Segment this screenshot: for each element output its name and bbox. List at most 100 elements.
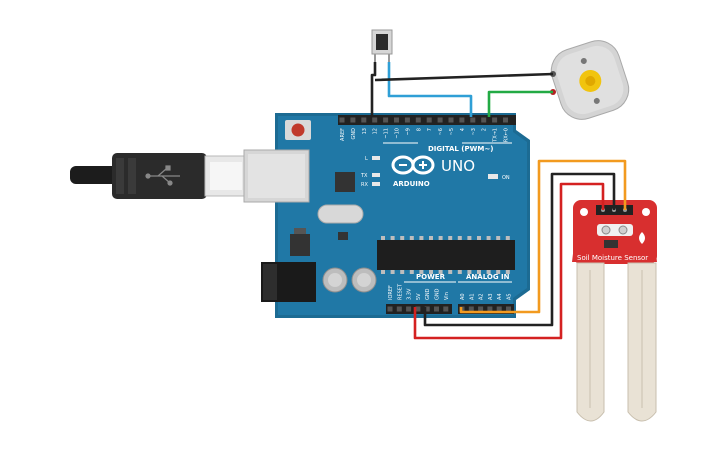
analog-pin-label: A4 [497, 293, 503, 300]
power-pin-label: 5V [416, 293, 422, 300]
wires [370, 62, 627, 340]
digital-pin-label: TX→1 [493, 128, 499, 143]
digital-pin-hole [503, 117, 508, 123]
wire-button-ground [370, 62, 377, 117]
svg-text:L: L [365, 156, 368, 162]
digital-pin-label: 13 [362, 128, 368, 134]
atmega-chip [377, 240, 515, 270]
chip-pin [438, 270, 443, 274]
digital-pin-label: GND [351, 128, 357, 140]
wire-motor-ground [374, 72, 554, 82]
digital-label: DIGITAL (PWM~) [428, 145, 493, 153]
on-label: ON [502, 175, 510, 181]
power-pin-hole [387, 306, 393, 312]
analog-pin-hole [487, 306, 493, 312]
motor-gear-icon [579, 69, 602, 92]
chip-pin [400, 270, 405, 274]
flame-logo-icon [639, 232, 645, 244]
chip-pin [448, 236, 453, 240]
voltage-regulator [290, 234, 310, 256]
digital-pin-label: AREF [340, 128, 346, 141]
analog-pin-hole [496, 306, 502, 312]
atmega-chip-pins [381, 236, 510, 274]
usb-icon [145, 165, 180, 186]
chip-pin [409, 236, 414, 240]
power-led [488, 174, 498, 179]
analog-pin-label: A2 [479, 293, 485, 300]
power-pin-hole [443, 306, 449, 312]
bottom-pin-holes [387, 306, 511, 312]
digital-pin-label: ~3 [471, 128, 477, 135]
chip-pin [505, 270, 510, 274]
analog-label: ANALOG IN [466, 273, 510, 281]
wire-sensor-signal [459, 159, 627, 314]
power-pin-label: IOREF [388, 285, 394, 300]
digital-pin-label: 8 [416, 128, 422, 131]
model-label: UNO [441, 157, 475, 175]
chip-pin [486, 236, 491, 240]
chip-pin [467, 270, 472, 274]
svg-text:TX: TX [360, 173, 368, 179]
digital-pin-holes [339, 117, 508, 123]
chip-pin [419, 236, 424, 240]
chip-pin [390, 236, 395, 240]
wire-sensor-power [413, 182, 605, 340]
digital-pin-label: ~11 [384, 128, 390, 139]
chip-pin [467, 236, 472, 240]
usb-chip [335, 172, 355, 192]
chip-pin [400, 236, 405, 240]
analog-header [458, 304, 514, 314]
chip-pin [505, 236, 510, 240]
chip-pin [429, 270, 433, 274]
chip-pin [448, 270, 453, 274]
chip-pin [457, 236, 462, 240]
chip-pin [390, 270, 395, 274]
digital-pin-hole [492, 117, 498, 123]
digital-pin-hole [372, 117, 378, 123]
power-pin-label: GND [425, 288, 431, 300]
chip-pin [419, 270, 424, 274]
analog-pin-label: A3 [488, 293, 494, 300]
soil-moisture-sensor: Soil Moisture Sensor [572, 200, 657, 422]
digital-pin-hole [339, 117, 345, 123]
digital-pin-label: ~9 [405, 128, 411, 135]
digital-pin-hole [415, 117, 421, 123]
power-pin-hole [434, 306, 439, 312]
analog-pin-label: A1 [469, 293, 475, 300]
push-button[interactable] [371, 29, 393, 62]
analog-pin-label: A5 [507, 293, 513, 300]
arduino-logo-icon [391, 155, 435, 175]
chip-pin [438, 236, 443, 240]
analog-pin-hole [506, 306, 511, 312]
power-pin-label: RESET [397, 283, 403, 300]
digital-pin-label: ~5 [449, 128, 455, 135]
digital-pin-label: ~6 [438, 128, 444, 135]
power-pin-hole [424, 306, 430, 312]
digital-pin-hole [426, 117, 432, 123]
digital-pin-hole [437, 117, 443, 123]
chip-pin [429, 236, 433, 240]
analog-pin-label: A0 [460, 293, 466, 300]
digital-pin-hole [481, 117, 487, 123]
power-pin-hole [415, 306, 421, 312]
digital-pin-label: 4 [460, 128, 466, 131]
power-label: POWER [416, 273, 446, 281]
chip-pin [486, 270, 491, 274]
sensor-label: Soil Moisture Sensor [577, 254, 648, 262]
status-leds: L TX RX [360, 156, 380, 188]
digital-pin-label: 12 [373, 128, 379, 134]
chip-pin [409, 270, 414, 274]
dc-motor [550, 40, 630, 120]
power-pin-label: 3.3V [407, 288, 413, 300]
power-pin-hole [396, 306, 402, 312]
svg-text:RX: RX [361, 182, 368, 188]
chip-pin [477, 236, 481, 240]
digital-pin-hole [459, 117, 465, 123]
digital-pin-label: RX←0 [504, 128, 510, 142]
digital-pin-hole [404, 117, 410, 123]
chip-pin [381, 236, 385, 240]
crystal [317, 204, 364, 224]
chip-pin [477, 270, 481, 274]
